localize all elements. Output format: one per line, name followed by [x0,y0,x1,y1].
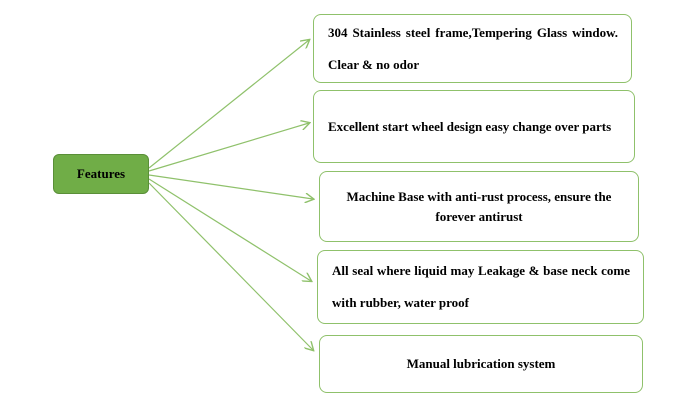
feature-box-frame-glass: 304 Stainless steel frame,Tempering Glas… [313,14,632,83]
feature-text-seal-waterproof: All seal where liquid may Leakage & base… [332,263,630,310]
connector-arrow-5 [148,182,313,350]
features-center-node: Features [53,154,149,194]
feature-text-start-wheel: Excellent start wheel design easy change… [328,118,612,134]
feature-text-anti-rust: Machine Base with anti-rust process, ens… [346,188,612,224]
connector-arrow-2 [148,123,309,172]
connector-arrow-4 [148,178,311,281]
feature-box-anti-rust: Machine Base with anti-rust process, ens… [319,171,639,242]
feature-text-lubrication: Manual lubrication system [406,356,556,371]
features-center-label: Features [76,166,126,181]
feature-box-lubrication: Manual lubrication system [319,335,643,393]
feature-box-seal-waterproof: All seal where liquid may Leakage & base… [317,250,644,324]
feature-box-start-wheel: Excellent start wheel design easy change… [313,90,635,163]
connector-arrow-1 [148,40,309,169]
feature-text-frame-glass: 304 Stainless steel frame,Tempering Glas… [328,24,618,72]
connector-arrow-3 [148,174,313,199]
